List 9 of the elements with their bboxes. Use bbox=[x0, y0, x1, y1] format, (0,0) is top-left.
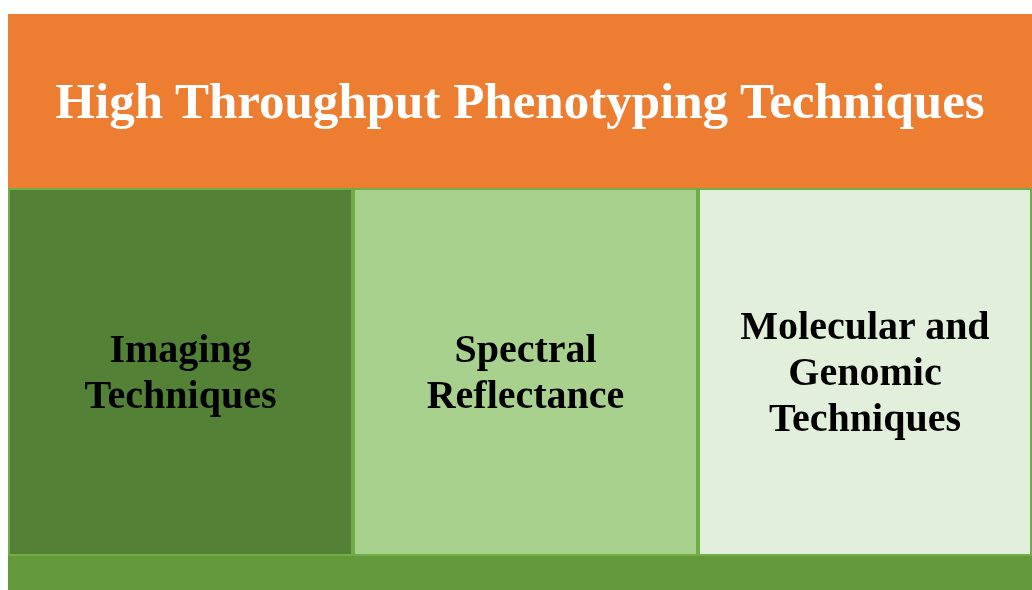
title-band bbox=[8, 14, 1032, 188]
bar-strip bbox=[8, 556, 1032, 590]
category-label: Spectral Reflectance bbox=[425, 326, 626, 418]
category-box bbox=[8, 188, 353, 556]
category-box bbox=[353, 188, 698, 556]
category-label: Imaging Techniques bbox=[83, 326, 278, 418]
category-label: Molecular and Genomic Techniques bbox=[739, 303, 991, 441]
category-box bbox=[698, 188, 1032, 556]
title-text: High Throughput Phenotyping Techniques bbox=[55, 71, 985, 131]
